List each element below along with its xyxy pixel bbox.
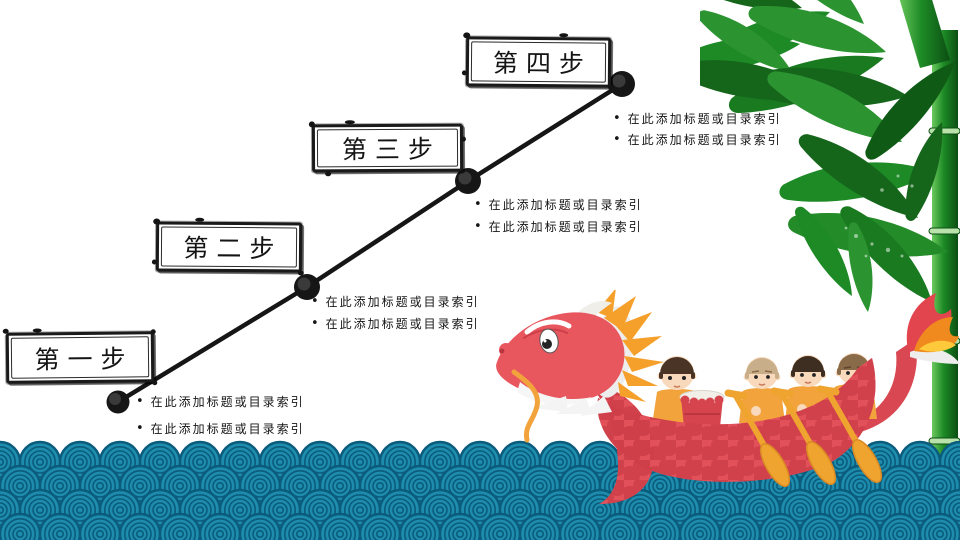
water-droplets <box>844 174 914 258</box>
step-label: 第二步 <box>183 233 283 264</box>
bullet-marker: • <box>311 294 319 309</box>
bullet-marker: • <box>136 421 144 436</box>
bullet-marker: • <box>311 316 319 331</box>
ink-speck <box>607 84 614 90</box>
bullet-text: 在此添加标题或目录索引 <box>325 295 480 309</box>
bullet-text: 在此添加标题或目录索引 <box>488 220 643 234</box>
bullet-marker: • <box>474 219 482 234</box>
bullet-text: 在此添加标题或目录索引 <box>150 395 305 409</box>
step2-bullet-2[interactable]: • 在此添加标题或目录索引 <box>311 315 480 332</box>
ink-speck <box>32 328 42 333</box>
step1-bullet-2[interactable]: • 在此添加标题或目录索引 <box>136 420 305 437</box>
ink-speck <box>153 218 161 225</box>
step4-bullet-1[interactable]: • 在此添加标题或目录索引 <box>613 110 782 127</box>
paddle-3 <box>816 385 883 484</box>
step-label-frame-4[interactable]: 第四步 <box>461 32 614 90</box>
ink-speck <box>150 329 156 335</box>
ink-speck <box>463 32 471 39</box>
bullet-text: 在此添加标题或目录索引 <box>627 112 782 126</box>
ink-speck <box>152 380 158 386</box>
ink-speck <box>460 136 466 142</box>
step-label-frame-1[interactable]: 第一步 <box>2 328 158 386</box>
step3-bullet-2[interactable]: • 在此添加标题或目录索引 <box>474 218 643 235</box>
step-label: 第四步 <box>492 48 593 79</box>
ink-speck <box>344 120 355 125</box>
step-label-frame-2[interactable]: 第二步 <box>151 217 304 276</box>
bullet-text: 在此添加标题或目录索引 <box>488 198 643 212</box>
ink-speck <box>151 259 157 265</box>
paddle-2 <box>770 387 837 486</box>
drum <box>679 390 725 427</box>
bullet-text: 在此添加标题或目录索引 <box>325 317 480 331</box>
ink-speck <box>325 171 332 177</box>
bamboo-leaves <box>700 0 960 314</box>
bullet-marker: • <box>136 394 144 409</box>
ink-speck <box>297 270 304 276</box>
ink-speck <box>461 70 467 76</box>
bullet-marker: • <box>613 132 621 147</box>
ink-speck <box>559 33 569 38</box>
dragon-tail <box>848 293 960 434</box>
rower-1 <box>734 357 785 423</box>
dragon-boat-illustration <box>496 290 960 504</box>
boat-hull <box>584 358 876 504</box>
step1-bullet-1[interactable]: • 在此添加标题或目录索引 <box>136 393 305 410</box>
step-label-frame-3[interactable]: 第三步 <box>308 120 466 177</box>
ink-speck <box>308 121 315 128</box>
bullet-marker: • <box>613 111 621 126</box>
step4-bullet-2[interactable]: • 在此添加标题或目录索引 <box>613 131 782 148</box>
step-label: 第一步 <box>34 343 134 374</box>
step3-bullet-1[interactable]: • 在此添加标题或目录索引 <box>474 196 643 213</box>
step-label: 第三步 <box>341 134 442 165</box>
ink-speck <box>195 217 205 222</box>
paddle-1 <box>724 389 791 488</box>
bamboo-decoration <box>700 0 960 500</box>
bullet-text: 在此添加标题或目录索引 <box>627 133 782 147</box>
ink-speck <box>2 328 9 334</box>
bullet-marker: • <box>474 197 482 212</box>
bullet-text: 在此添加标题或目录索引 <box>150 422 305 436</box>
step2-bullet-1[interactable]: • 在此添加标题或目录索引 <box>311 293 480 310</box>
